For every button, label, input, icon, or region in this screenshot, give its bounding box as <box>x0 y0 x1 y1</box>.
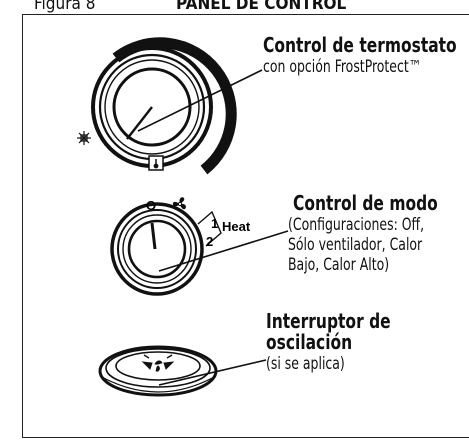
mode-line-3: Bajo, Calor Alto) <box>288 255 390 274</box>
thermostat-dial[interactable] <box>91 37 237 175</box>
mode-low-label: 1 <box>211 216 218 231</box>
heat-range-bracket <box>197 210 222 247</box>
oscillation-heading-line-2: oscilación <box>266 330 353 354</box>
figure-label: Figura 8 <box>34 0 96 14</box>
fan-icon <box>172 197 186 210</box>
figure-title: PANEL DE CONTROL <box>176 0 347 14</box>
thermometer-icon <box>148 155 164 171</box>
mode-leader-line <box>158 230 289 272</box>
thermostat-subtitle: con opción FrostProtect™ <box>263 57 422 76</box>
mode-line-1: (Configuraciones: Off, <box>288 215 425 234</box>
snowflake-icon <box>77 131 91 145</box>
oscillation-subtitle: (si se aplica) <box>266 354 345 373</box>
mode-heat-label: Heat <box>222 219 251 234</box>
oscillation-arrows-icon <box>141 354 175 372</box>
thermostat-leader-line <box>137 69 263 132</box>
thermostat-heading: Control de termostato <box>263 33 457 57</box>
mode-line-2: Sólo ventilador, Calor <box>288 235 423 254</box>
figure-frame <box>22 14 469 438</box>
mode-high-label: 2 <box>206 234 213 249</box>
mode-dial[interactable] <box>110 202 204 296</box>
oscillation-heading-line-1: Interruptor de <box>266 309 391 333</box>
mode-heading: Control de modo <box>293 191 438 215</box>
mode-off-label: O <box>146 198 156 213</box>
oscillation-leader-line <box>158 359 267 386</box>
